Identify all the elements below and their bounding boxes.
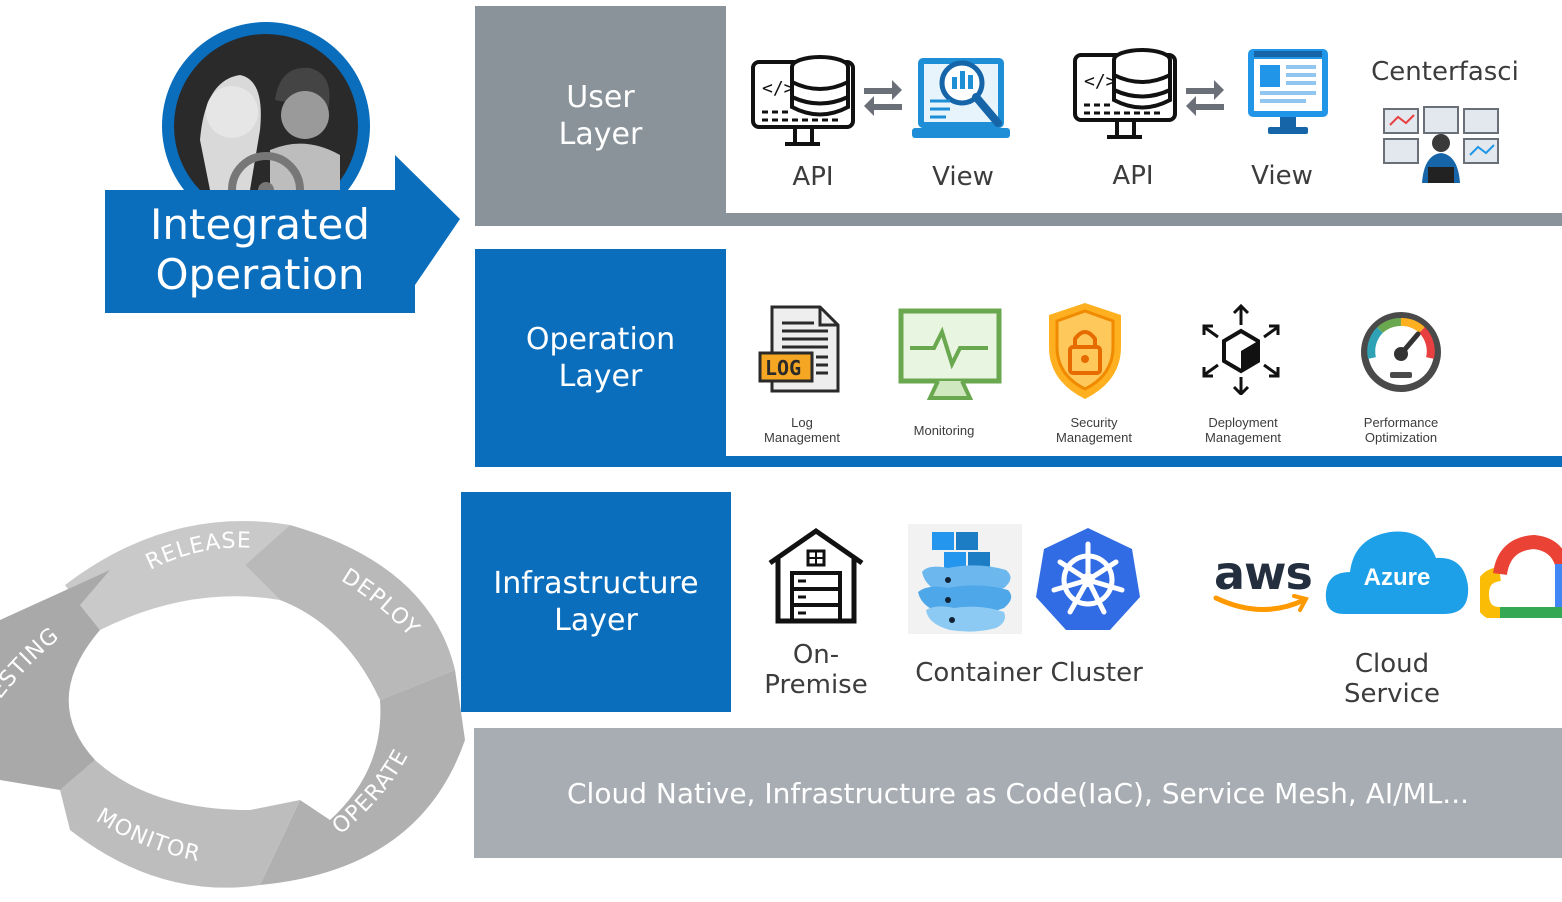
user-item-label-view-1: View (932, 162, 994, 192)
exchange-arrows-icon (1186, 80, 1224, 116)
security-label-line2: Management (1056, 429, 1132, 445)
control-center-icon (1383, 106, 1499, 183)
on-premise-label: On- Premise (756, 640, 876, 701)
aws-logo-text: aws (1214, 546, 1313, 600)
security-shield-lock-icon (1049, 303, 1121, 399)
operation-layer-title-line1: Operation (525, 321, 676, 357)
cycle-segment-testing (0, 570, 110, 790)
dashboard-monitor-icon (1248, 49, 1328, 134)
speedometer-icon (1361, 312, 1441, 392)
infrastructure-layer-title: Infrastructure Layer (461, 492, 731, 712)
user-layer-title-line1: User (566, 79, 635, 115)
operation-item-label-log: Log Management (748, 415, 856, 446)
devops-cycle: RELEASE DEPLOY OPERATE MONITOR ESTING (0, 521, 465, 888)
integrated-line2: Operation (155, 250, 365, 300)
user-item-label-api-1: API (792, 162, 834, 192)
operation-layer-underline (726, 456, 1562, 467)
svg-text:</>: </> (1084, 71, 1117, 92)
operation-item-label-deployment: Deployment Management (1184, 415, 1302, 446)
user-layer-title-line2: Layer (558, 117, 643, 152)
analytics-laptop-icon (912, 58, 1010, 138)
api-database-monitor-icon: </> (751, 55, 855, 146)
operation-item-label-performance: Performance Optimization (1340, 415, 1462, 446)
deployment-label-line1: Deployment (1208, 415, 1278, 430)
log-label-line2: Management (764, 429, 840, 445)
log-file-icon: LOG (758, 305, 840, 393)
operators-avatar-icon (162, 22, 370, 230)
aws-logo-icon: aws (1210, 546, 1314, 616)
cloud-service-label-line1: Cloud (1354, 649, 1430, 679)
integrated-operation-title: Integrated Operation (115, 200, 405, 301)
api-database-monitor-icon: </> (1073, 48, 1177, 139)
security-label-line1: Security (1070, 415, 1118, 430)
operation-layer-title-line2: Layer (558, 359, 643, 394)
user-item-label-centerfasci: Centerfasci (1371, 57, 1519, 87)
monitoring-label-line1: Monitoring (913, 423, 975, 438)
on-premise-building-icon (768, 527, 864, 624)
google-cloud-icon (1480, 534, 1562, 618)
svg-text:</>: </> (762, 78, 795, 99)
infrastructure-layer-title-line2: Layer (554, 603, 638, 638)
integrated-operation-group: Integrated Operation (100, 20, 470, 320)
cycle-segment-deploy (245, 525, 455, 700)
container-cluster-label: Container Cluster (915, 658, 1143, 688)
on-premise-label-line1: On- (792, 640, 840, 670)
operation-item-label-monitoring: Monitoring (890, 423, 998, 439)
svg-text:LOG: LOG (765, 356, 801, 380)
operation-item-label-security: Security Management (1036, 415, 1152, 446)
azure-cloud-icon: Azure (1324, 528, 1470, 616)
cloud-service-label: Cloud Service (1322, 649, 1462, 710)
integrated-arrow-shape (105, 155, 460, 313)
docker-whale-icon (908, 524, 1022, 634)
footer-technologies-text: Cloud Native, Infrastructure as Code(IaC… (567, 776, 1469, 810)
operation-layer-title: Operation Layer (475, 249, 726, 467)
cycle-segment-release (65, 521, 290, 630)
integrated-line1: Integrated (150, 200, 370, 249)
performance-label-line2: Optimization (1364, 429, 1438, 445)
cycle-segment-operate (260, 670, 465, 885)
cycle-segment-monitor (60, 760, 300, 888)
user-item-label-view-2: View (1251, 161, 1313, 191)
performance-label-line1: Performance (1363, 415, 1439, 430)
user-item-label-api-2: API (1112, 161, 1154, 191)
deployment-label-line2: Management (1205, 429, 1281, 445)
cloud-service-label-line2: Service (1343, 678, 1441, 709)
user-layer-title: User Layer (475, 6, 726, 226)
on-premise-label-line2: Premise (764, 669, 868, 700)
azure-logo-text: Azure (1363, 564, 1431, 591)
kubernetes-icon (1036, 528, 1140, 630)
deployment-cube-icon (1202, 303, 1280, 395)
user-layer-underline (726, 213, 1562, 226)
footer-technologies-bar: Cloud Native, Infrastructure as Code(IaC… (474, 728, 1562, 858)
monitor-heartbeat-icon (898, 308, 1002, 400)
infrastructure-layer-title-line1: Infrastructure (493, 565, 699, 601)
exchange-arrows-icon (864, 80, 902, 116)
log-label-line1: Log (791, 415, 813, 430)
